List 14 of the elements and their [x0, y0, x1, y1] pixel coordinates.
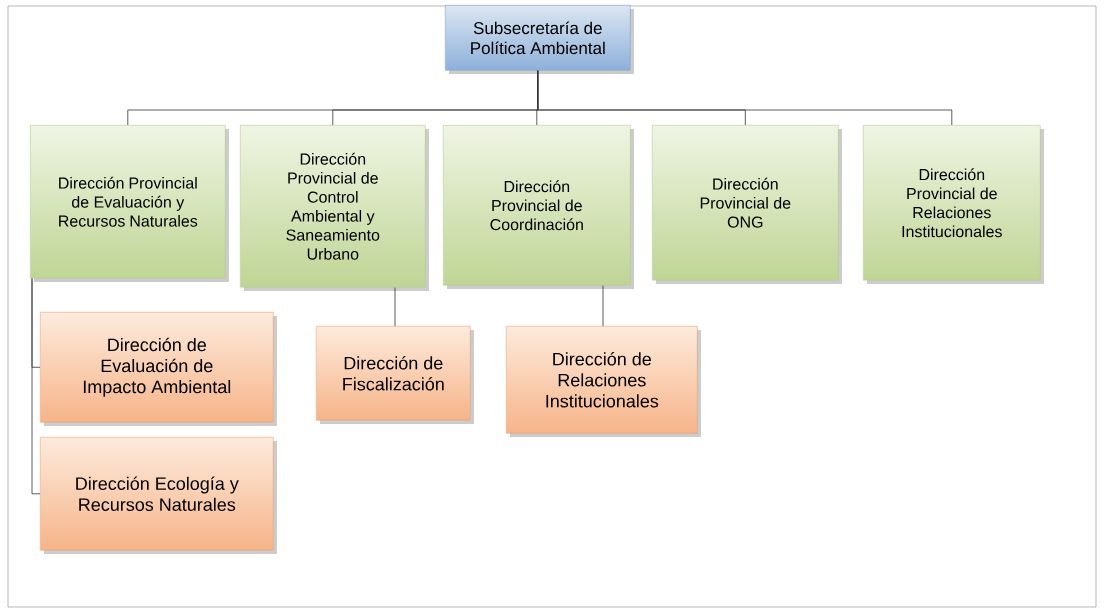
- office-box: Dirección de Fiscalización: [316, 326, 471, 421]
- department-box: Dirección Provincial de ONG: [652, 125, 839, 281]
- connector: [394, 287, 396, 327]
- office-box: Dirección de Relaciones Institucionales: [506, 326, 698, 434]
- connector: [602, 285, 604, 327]
- department-box: Dirección Provincial de Evaluación y Recursos Naturales: [30, 125, 226, 279]
- office-box: Dirección de Evaluación de Impacto Ambiental: [40, 312, 274, 423]
- department-box: Dirección Provincial de Relaciones Institucionales: [863, 125, 1041, 281]
- head-box: Subsecretaría de Política Ambiental: [445, 5, 631, 71]
- department-box: Dirección Provincial de Coordinación: [443, 125, 631, 286]
- connector: [537, 70, 953, 126]
- department-box: Dirección Provincial de Control Ambiental y Saneamiento Urbano: [240, 125, 426, 288]
- office-box: Dirección Ecología y Recursos Naturales: [40, 437, 274, 551]
- connector: [31, 278, 41, 495]
